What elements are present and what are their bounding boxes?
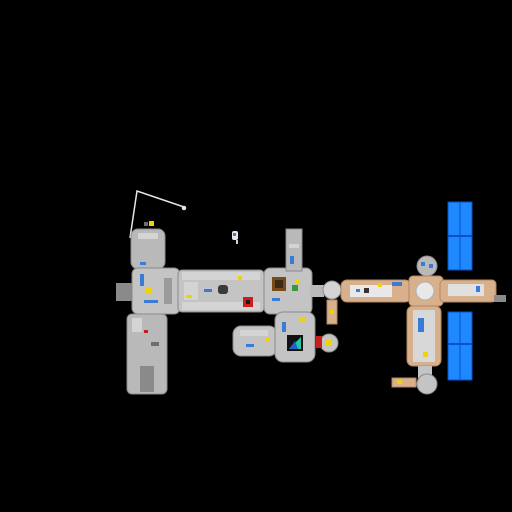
lower-middle-module[interactable] xyxy=(232,325,278,357)
astronaut-icon[interactable] xyxy=(232,231,238,244)
left-node-module[interactable] xyxy=(116,267,181,315)
right-top-pod[interactable] xyxy=(416,255,438,277)
robotic-arm-icon[interactable] xyxy=(129,190,187,239)
middle-node-module[interactable] xyxy=(263,228,313,315)
lower-node-module[interactable] xyxy=(274,311,316,363)
docking-port-icon[interactable] xyxy=(316,333,339,353)
solar-array-icon[interactable] xyxy=(447,201,473,271)
equipment-marker xyxy=(146,288,152,293)
laboratory-module[interactable] xyxy=(177,269,265,313)
equipment-marker xyxy=(149,221,154,226)
right-node-module[interactable] xyxy=(408,275,506,307)
tan-habitation-module[interactable] xyxy=(326,279,412,325)
sphere-connector[interactable] xyxy=(310,280,342,300)
solar-array-lower[interactable] xyxy=(447,311,473,381)
upper-left-module[interactable] xyxy=(130,221,166,270)
right-vertical-module[interactable] xyxy=(391,305,442,395)
lower-left-module[interactable] xyxy=(126,313,168,395)
